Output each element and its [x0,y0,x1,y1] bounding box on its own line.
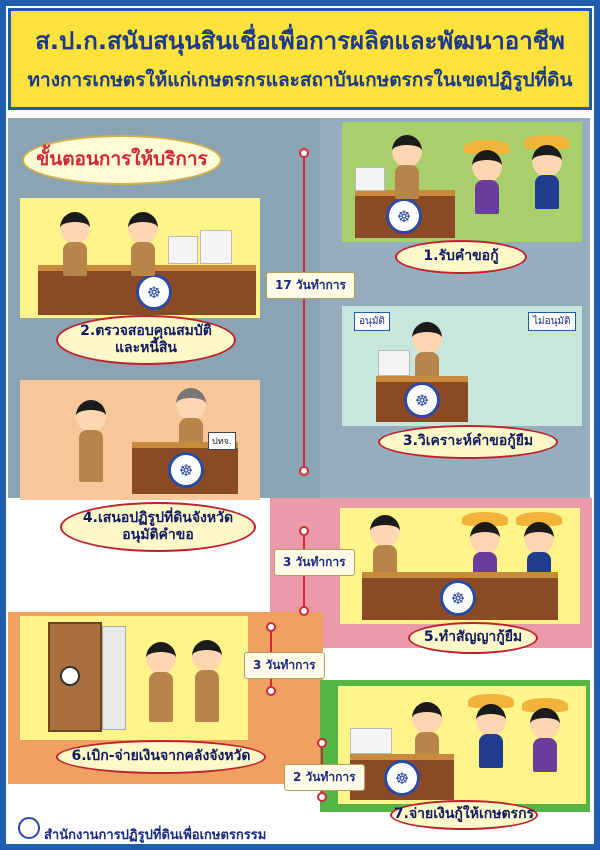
step-5-seal: ☸ [440,580,476,616]
timeline-dot-7 [317,738,327,748]
reject-bubble: ไม่อนุมัติ [528,312,576,331]
step-4-label-line-1: 4.เสนอปฏิรูปที่ดินจังหวัด [82,509,234,526]
header-banner: ส.ป.ก.สนับสนุนสินเชื่อเพื่อการผลิตและพัฒ… [8,8,592,110]
step-4-label: 4.เสนอปฏิรูปที่ดินจังหวัด อนุมัติคำขอ [60,502,256,552]
step-1-seal: ☸ [386,198,422,234]
duration-2-days: 2 วันทำการ [284,764,365,791]
step-2-paper-stack-b [200,230,232,264]
step-4-label-line-2: อนุมัติคำขอ [122,527,194,543]
approve-bubble: อนุมัติ [354,312,390,331]
step-7-seal: ☸ [384,760,420,796]
step-4-seal: ☸ [168,452,204,488]
step-5-label: 5.ทำสัญญากู้ยืม [408,622,538,654]
timeline-dot-3 [299,526,309,536]
timeline-dot-2 [299,466,309,476]
vault-dial-icon [60,666,80,686]
duration-17-days: 17 วันทำการ [266,272,355,299]
step-2-label-line-2: และหนี้สิน [114,340,178,356]
timeline-dot-1 [299,148,309,158]
timeline-dot-8 [317,792,327,802]
step-3-seal: ☸ [404,382,440,418]
timeline-dot-5 [266,622,276,632]
step-2-label: 2.ตรวจสอบคุณสมบัติ และหนี้สิน [56,315,236,365]
timeline-dot-6 [266,686,276,696]
step-1-paper-stack [355,167,385,191]
timeline-line-1 [303,152,305,470]
step-3-paper-stack [378,350,410,376]
step-7-label: 7.จ่ายเงินกู้ให้เกษตรกร [390,800,538,830]
step-1-label: 1.รับคำขอกู้ [395,240,527,274]
step-2-seal: ☸ [136,274,172,310]
timeline-dot-4 [299,606,309,616]
step-2-label-line-1: 2.ตรวจสอบคุณสมบัติ [80,322,212,339]
step-4-nameplate: ปทจ. [208,432,236,450]
step-7-money-stack [350,728,392,754]
duration-3-days-a: 3 วันทำการ [274,549,355,576]
duration-3-days-b: 3 วันทำการ [244,652,325,679]
footer-org-name: สำนักงานการปฏิรูปที่ดินเพื่อเกษตรกรรม [44,828,267,843]
header-line-2: ทางการเกษตรให้แก่เกษตรกรและสถาบันเกษตรกร… [27,69,573,91]
vault-shelves [102,626,126,730]
header-line-1: ส.ป.ก.สนับสนุนสินเชื่อเพื่อการผลิตและพัฒ… [35,27,565,55]
step-3-label: 3.วิเคราะห์คำขอกู้ยืม [378,425,558,459]
step-6-label: 6.เบิก-จ่ายเงินจากคลังจังหวัด [56,740,266,774]
section-title: ขั้นตอนการให้บริการ [22,135,222,185]
step-2-paper-stack-a [168,236,198,264]
footer-logo-icon [18,817,40,839]
